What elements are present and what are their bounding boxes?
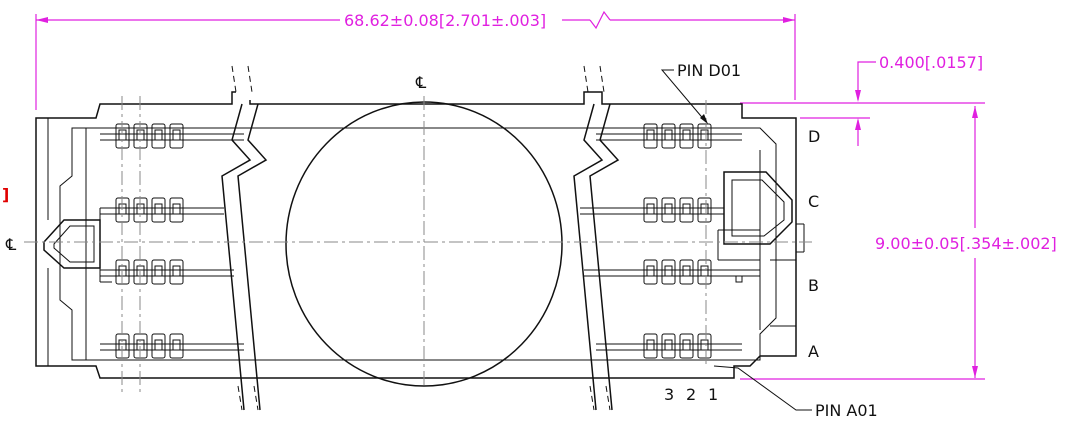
right-latch <box>723 171 793 245</box>
row-label-d: D <box>808 127 820 146</box>
pin-cluster-right-c <box>643 197 712 223</box>
pin-a01-label: PIN A01 <box>815 401 878 420</box>
break-lines <box>221 62 620 411</box>
overall-length-text: 68.62±0.08[2.701±.003] <box>344 11 546 30</box>
pin-a01-callout: PIN A01 <box>713 365 878 420</box>
pin-number-3: 3 <box>664 385 674 404</box>
pin-number-1: 1 <box>708 385 718 404</box>
pin-d01-label: PIN D01 <box>677 61 741 80</box>
center-circle <box>285 101 563 387</box>
row-label-c: C <box>808 192 819 211</box>
pin-number-2: 2 <box>686 385 696 404</box>
left-latch <box>43 207 112 283</box>
overall-length-dimension: 68.62±0.08[2.701±.003] <box>35 10 796 110</box>
clipped-red-text: ] <box>2 185 9 204</box>
offset-dimension: 0.400[.0157] <box>740 53 985 146</box>
pin-cluster-right-d <box>643 123 712 149</box>
pin-numbers: 3 2 1 <box>664 385 718 404</box>
pin-cluster-right-b <box>643 259 712 285</box>
housing-outline <box>35 91 805 379</box>
centerline-symbol-left: ℄ <box>5 235 17 254</box>
small-square-mark <box>735 275 743 283</box>
pin-cluster-left-d <box>115 123 184 149</box>
pin-clusters <box>115 123 743 359</box>
row-label-a: A <box>808 342 819 361</box>
pin-cluster-left-c <box>115 197 184 223</box>
pin-cluster-right-a <box>643 333 712 359</box>
centerlines <box>24 96 812 392</box>
height-text: 9.00±0.05[.354±.002] <box>875 234 1057 253</box>
row-labels: D C B A <box>808 127 820 361</box>
row-label-b: B <box>808 276 819 295</box>
pin-cluster-left-a <box>115 333 184 359</box>
pin-d01-callout: PIN D01 <box>660 61 741 124</box>
offset-text: 0.400[.0157] <box>879 53 983 72</box>
pin-cluster-left-b <box>115 259 184 285</box>
centerline-symbol-top: ℄ <box>415 73 427 92</box>
height-dimension: 9.00±0.05[.354±.002] <box>740 106 1057 380</box>
